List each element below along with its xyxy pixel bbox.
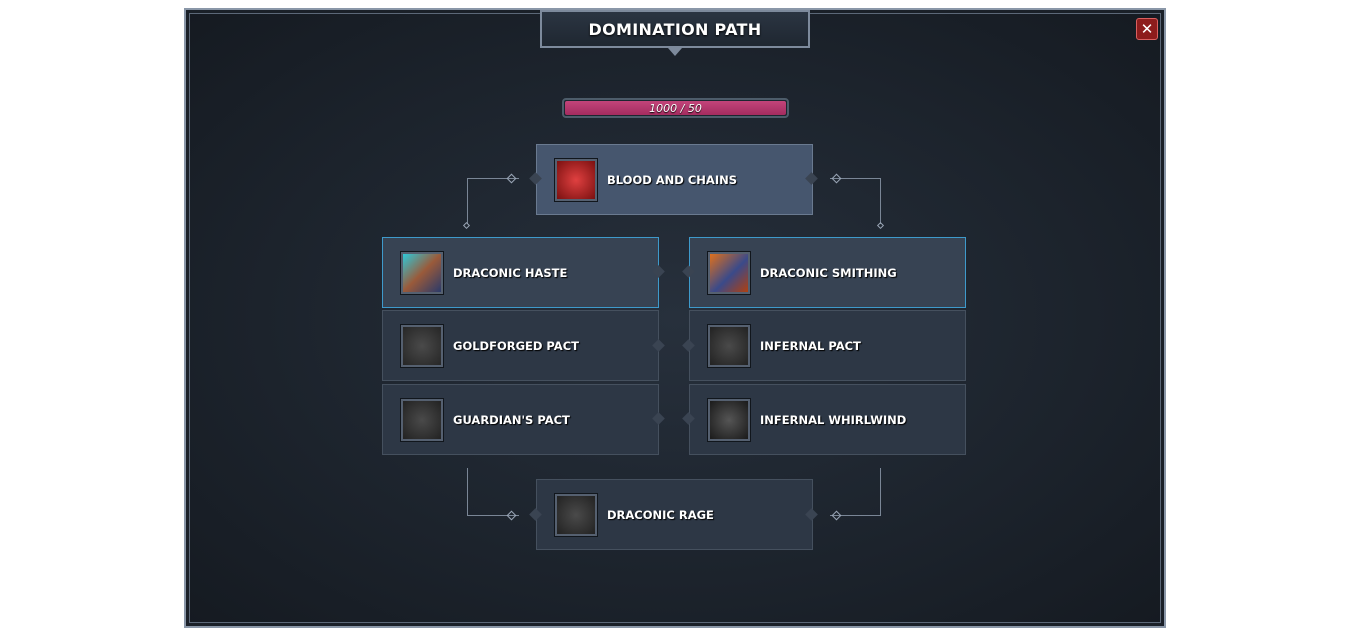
node-label: GOLDFORGED PACT (453, 338, 579, 353)
draconic-haste-icon (400, 250, 444, 295)
node-goldforged-pact[interactable]: GOLDFORGED PACT (382, 310, 659, 381)
connector-line (467, 515, 519, 516)
node-draconic-rage[interactable]: DRACONIC RAGE (536, 479, 813, 550)
node-infernal-pact[interactable]: INFERNAL PACT (689, 310, 966, 381)
node-label: DRACONIC RAGE (607, 507, 714, 522)
node-label: BLOOD AND CHAINS (607, 172, 738, 187)
node-label: DRACONIC SMITHING (760, 265, 897, 280)
connector-line (830, 515, 881, 516)
close-button[interactable]: ✕ (1136, 18, 1158, 40)
connector-line (830, 178, 881, 179)
node-infernal-whirlwind[interactable]: INFERNAL WHIRLWIND (689, 384, 966, 455)
progress-bar: 1000 / 50 (562, 98, 789, 118)
node-guardians-pact[interactable]: GUARDIAN'S PACT (382, 384, 659, 455)
connector-line (467, 468, 468, 515)
progress-text: 1000 / 50 (649, 101, 702, 115)
connector-line (467, 178, 519, 179)
infernal-whirlwind-icon (707, 397, 751, 442)
connector-line (467, 178, 468, 224)
node-draconic-smithing[interactable]: DRACONIC SMITHING (689, 237, 966, 308)
node-draconic-haste[interactable]: DRACONIC HASTE (382, 237, 659, 308)
progress-fill (565, 101, 786, 115)
node-label: INFERNAL PACT (760, 338, 861, 353)
blood-chains-icon (554, 157, 598, 202)
infernal-pact-icon (707, 323, 751, 368)
node-blood-and-chains[interactable]: BLOOD AND CHAINS (536, 144, 813, 215)
goldforged-pact-icon (400, 323, 444, 368)
draconic-rage-icon (554, 492, 598, 537)
panel-title: DOMINATION PATH (540, 10, 810, 48)
node-label: INFERNAL WHIRLWIND (760, 412, 907, 427)
title-notch (668, 48, 682, 58)
node-label: DRACONIC HASTE (453, 265, 568, 280)
draconic-smithing-icon (707, 250, 751, 295)
connector-line (880, 468, 881, 515)
connector-line (880, 178, 881, 224)
guardians-pact-icon (400, 397, 444, 442)
node-label: GUARDIAN'S PACT (453, 412, 570, 427)
